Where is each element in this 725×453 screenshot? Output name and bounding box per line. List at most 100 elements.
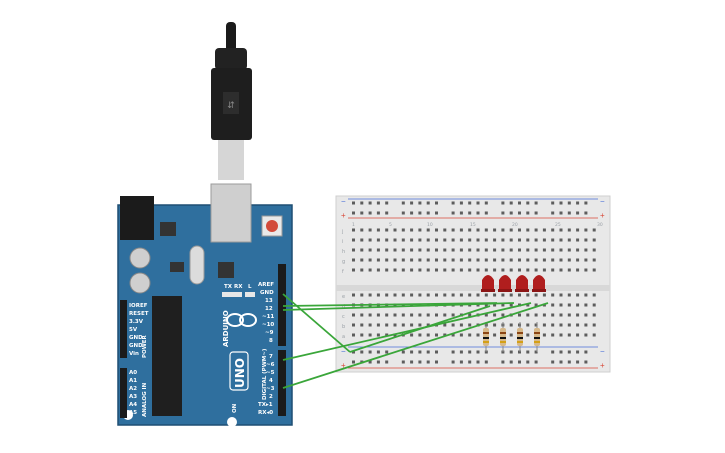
breadboard-hole[interactable] xyxy=(376,268,380,272)
breadboard-hole[interactable] xyxy=(352,228,355,232)
resistors[interactable] xyxy=(483,322,540,352)
breadboard-hole[interactable] xyxy=(368,268,372,272)
breadboard-hole[interactable] xyxy=(418,350,422,354)
breadboard-hole[interactable] xyxy=(501,268,505,272)
breadboard-hole[interactable] xyxy=(352,211,355,215)
breadboard-hole[interactable] xyxy=(418,201,422,205)
breadboard-hole[interactable] xyxy=(534,313,538,317)
breadboard-hole[interactable] xyxy=(576,323,580,327)
breadboard-hole[interactable] xyxy=(352,333,355,337)
resistor[interactable] xyxy=(483,322,489,352)
breadboard-hole[interactable] xyxy=(567,360,571,364)
breadboard-hole[interactable] xyxy=(534,248,538,252)
breadboard-hole[interactable] xyxy=(518,360,521,364)
breadboard-hole[interactable] xyxy=(534,201,538,205)
breadboard-hole[interactable] xyxy=(526,313,530,317)
breadboard-hole[interactable] xyxy=(526,323,530,327)
breadboard-hole[interactable] xyxy=(559,333,563,337)
breadboard-hole[interactable] xyxy=(393,293,397,297)
breadboard-hole[interactable] xyxy=(459,238,463,242)
breadboard-hole[interactable] xyxy=(385,248,389,252)
breadboard-hole[interactable] xyxy=(534,268,538,272)
breadboard-hole[interactable] xyxy=(360,238,364,242)
breadboard-hole[interactable] xyxy=(542,248,546,252)
breadboard-hole[interactable] xyxy=(352,258,355,262)
breadboard-hole[interactable] xyxy=(426,268,430,272)
breadboard-hole[interactable] xyxy=(385,268,389,272)
breadboard-hole[interactable] xyxy=(368,211,372,215)
breadboard-hole[interactable] xyxy=(534,293,538,297)
breadboard-hole[interactable] xyxy=(435,313,438,317)
breadboard-hole[interactable] xyxy=(410,258,414,262)
breadboard-hole[interactable] xyxy=(551,313,555,317)
breadboard-hole[interactable] xyxy=(468,313,472,317)
breadboard-hole[interactable] xyxy=(584,258,588,262)
breadboard-hole[interactable] xyxy=(393,268,397,272)
breadboard-hole[interactable] xyxy=(418,323,422,327)
breadboard-hole[interactable] xyxy=(376,211,380,215)
breadboard-hole[interactable] xyxy=(509,360,513,364)
breadboard-hole[interactable] xyxy=(567,293,571,297)
breadboard-hole[interactable] xyxy=(551,201,555,205)
breadboard-hole[interactable] xyxy=(368,350,372,354)
breadboard-hole[interactable] xyxy=(484,268,488,272)
breadboard-hole[interactable] xyxy=(493,303,497,307)
breadboard-hole[interactable] xyxy=(385,211,389,215)
breadboard-hole[interactable] xyxy=(567,258,571,262)
breadboard-hole[interactable] xyxy=(576,360,580,364)
breadboard[interactable]: − + − + − + − + j i h g f e d c b a 1 5 … xyxy=(335,195,611,373)
breadboard-hole[interactable] xyxy=(551,228,555,232)
breadboard-hole[interactable] xyxy=(484,360,488,364)
breadboard-hole[interactable] xyxy=(443,268,447,272)
breadboard-hole[interactable] xyxy=(360,293,364,297)
breadboard-hole[interactable] xyxy=(385,258,389,262)
breadboard-hole[interactable] xyxy=(435,238,438,242)
breadboard-hole[interactable] xyxy=(435,228,438,232)
breadboard-hole[interactable] xyxy=(410,333,414,337)
breadboard-hole[interactable] xyxy=(526,228,530,232)
breadboard-hole[interactable] xyxy=(376,360,380,364)
breadboard-hole[interactable] xyxy=(576,350,580,354)
breadboard-hole[interactable] xyxy=(476,258,480,262)
breadboard-hole[interactable] xyxy=(426,293,430,297)
breadboard-hole[interactable] xyxy=(368,248,372,252)
breadboard-hole[interactable] xyxy=(410,211,414,215)
breadboard-hole[interactable] xyxy=(551,238,555,242)
breadboard-hole[interactable] xyxy=(368,201,372,205)
breadboard-hole[interactable] xyxy=(368,258,372,262)
breadboard-hole[interactable] xyxy=(360,201,364,205)
breadboard-hole[interactable] xyxy=(526,211,530,215)
breadboard-hole[interactable] xyxy=(542,238,546,242)
breadboard-hole[interactable] xyxy=(401,201,405,205)
breadboard-hole[interactable] xyxy=(518,228,521,232)
breadboard-hole[interactable] xyxy=(484,228,488,232)
breadboard-hole[interactable] xyxy=(376,333,380,337)
breadboard-hole[interactable] xyxy=(501,360,505,364)
breadboard-hole[interactable] xyxy=(410,238,414,242)
breadboard-hole[interactable] xyxy=(509,268,513,272)
breadboard-hole[interactable] xyxy=(518,268,521,272)
breadboard-hole[interactable] xyxy=(584,350,588,354)
breadboard-hole[interactable] xyxy=(385,313,389,317)
breadboard-hole[interactable] xyxy=(459,268,463,272)
breadboard-hole[interactable] xyxy=(418,228,422,232)
breadboard-hole[interactable] xyxy=(476,350,480,354)
breadboard-hole[interactable] xyxy=(426,313,430,317)
breadboard-hole[interactable] xyxy=(501,238,505,242)
breadboard-hole[interactable] xyxy=(559,303,563,307)
breadboard-hole[interactable] xyxy=(551,293,555,297)
breadboard-hole[interactable] xyxy=(385,333,389,337)
breadboard-hole[interactable] xyxy=(584,201,588,205)
arduino-uno-board[interactable]: TX RX L ARDUINO UNO DIGITAL (PWM~) POWER… xyxy=(117,183,293,427)
wire-gnd[interactable] xyxy=(282,293,351,353)
breadboard-hole[interactable] xyxy=(526,268,530,272)
breadboard-hole[interactable] xyxy=(518,211,521,215)
breadboard-hole[interactable] xyxy=(526,333,530,337)
breadboard-hole[interactable] xyxy=(459,323,463,327)
breadboard-hole[interactable] xyxy=(418,313,422,317)
breadboard-hole[interactable] xyxy=(534,238,538,242)
breadboard-hole[interactable] xyxy=(509,333,513,337)
breadboard-hole[interactable] xyxy=(451,248,455,252)
breadboard-hole[interactable] xyxy=(385,360,389,364)
breadboard-hole[interactable] xyxy=(509,201,513,205)
